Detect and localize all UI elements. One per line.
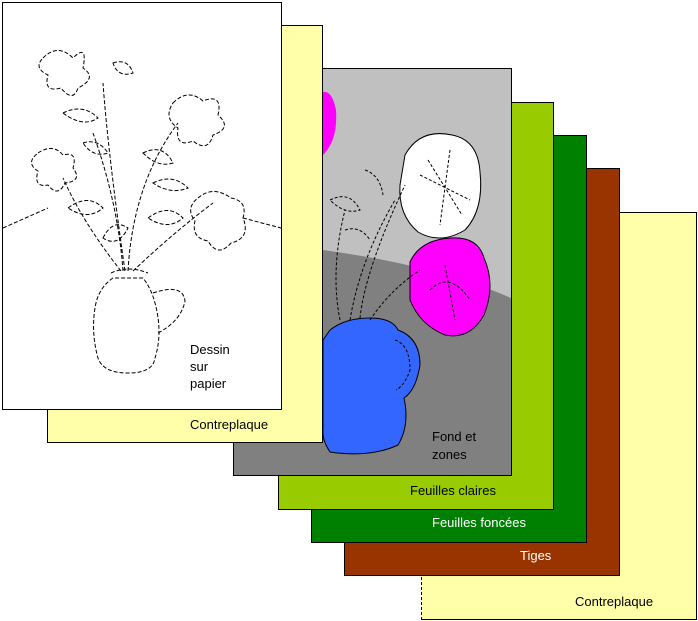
layer-plywood-front-label: Contreplaque xyxy=(190,417,269,432)
layer-drawing-paper: Dessin sur papier xyxy=(2,2,282,410)
zone-magenta-flower xyxy=(409,237,491,337)
layer-drawing-label-line3: papier xyxy=(190,376,227,391)
layer-dark-leaves-label: Feuilles foncées xyxy=(432,515,526,530)
layer-stems-label: Tiges xyxy=(520,548,552,563)
layer-plywood-back-label: Contreplaque xyxy=(575,594,654,609)
layer-drawing-label-line1: Dessin xyxy=(190,342,230,357)
zone-magenta-top xyxy=(323,91,337,155)
flower-drawing xyxy=(3,50,282,374)
zone-blue-vase xyxy=(322,317,421,455)
layer-background-label-line1: Fond et xyxy=(432,429,477,444)
zone-sketch-lines xyxy=(329,149,471,391)
layer-light-leaves-label: Feuilles claires xyxy=(410,483,496,498)
layer-drawing-label-line2: sur xyxy=(190,359,209,374)
zone-white-flower xyxy=(399,133,482,239)
layer-background-label-line2: zones xyxy=(432,447,467,462)
